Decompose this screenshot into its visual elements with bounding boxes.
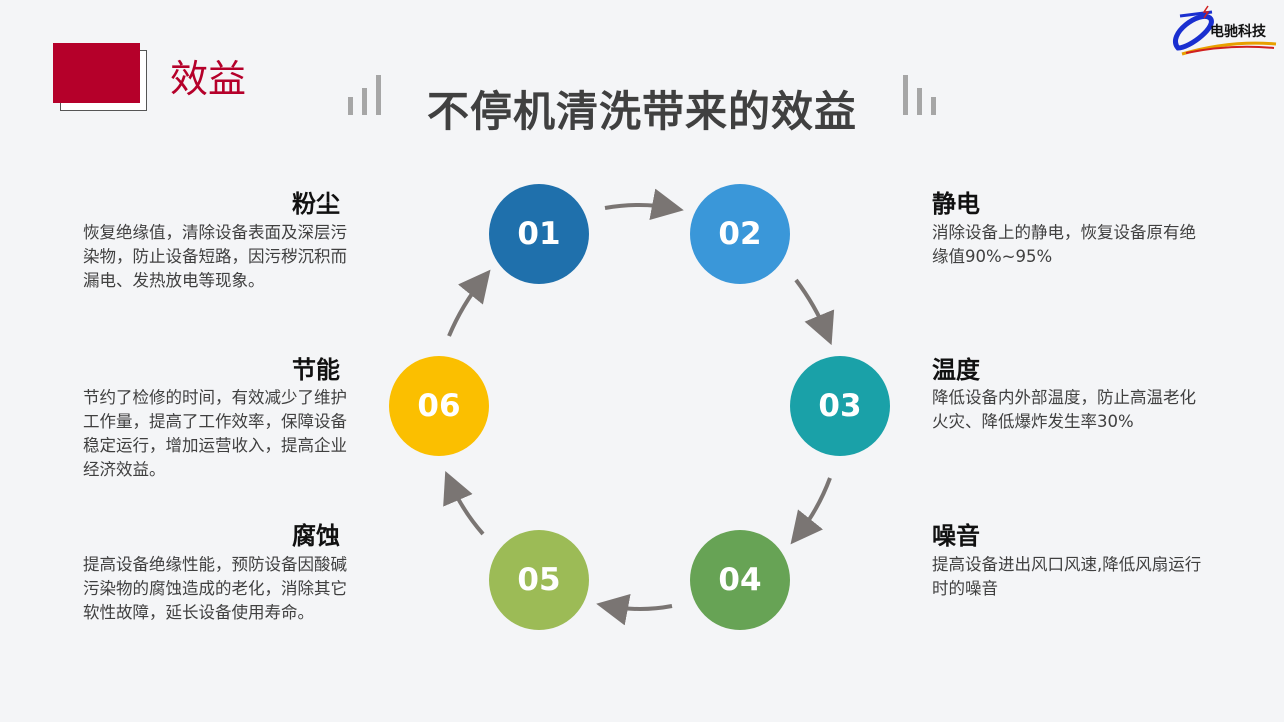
decor-bar (376, 75, 381, 115)
heading-energy: 节能 (292, 356, 340, 384)
arrow-03-04 (790, 477, 832, 545)
step-circle-06: 06 (389, 356, 489, 456)
step-circle-03: 03 (790, 356, 890, 456)
heading-corrosion: 腐蚀 (292, 522, 340, 550)
step-circle-05: 05 (489, 530, 589, 630)
section-label: 效益 (170, 57, 247, 101)
heading-noise: 噪音 (932, 522, 980, 550)
arrow-04-05 (596, 593, 673, 626)
step-circle-01: 01 (489, 184, 589, 284)
decor-bar (348, 97, 353, 115)
arrow-02-03 (794, 278, 835, 346)
text-noise: 提高设备进出风口风速,降低风扇运行时的噪音 (932, 555, 1202, 598)
heading-dust: 粉尘 (292, 190, 340, 218)
text-energy: 节约了检修的时间，有效减少了维护工作量，提高了工作效率，保障设备稳定运行，增加运… (83, 388, 347, 479)
arrow-06-01 (447, 269, 491, 337)
step-circle-04: 04 (690, 530, 790, 630)
decor-bar (931, 97, 936, 115)
page-title: 不停机清洗带来的效益 (426, 87, 857, 136)
decor-bar (917, 88, 922, 115)
arrow-01-02 (604, 188, 684, 221)
arrow-05-06 (443, 470, 485, 536)
step-circle-02: 02 (690, 184, 790, 284)
heading-temperature: 温度 (932, 356, 980, 384)
svg-text:电驰科技: 电驰科技 (1210, 23, 1267, 40)
heading-static: 静电 (932, 190, 980, 218)
decor-bar (362, 88, 367, 115)
text-dust: 恢复绝缘值，清除设备表面及深层污染物，防止设备短路，因污秽沉积而漏电、发热放电等… (83, 223, 347, 290)
text-corrosion: 提高设备绝缘性能，预防设备因酸碱污染物的腐蚀造成的老化，消除其它软性故障，延长设… (83, 555, 347, 622)
company-logo: 电驰科技 (1170, 4, 1280, 56)
decor-bar (903, 75, 908, 115)
decor-square-red (53, 43, 140, 103)
text-temperature: 降低设备内外部温度，防止高温老化火灾、降低爆炸发生率30% (932, 388, 1196, 431)
text-static: 消除设备上的静电，恢复设备原有绝缘值90%~95% (932, 223, 1196, 266)
